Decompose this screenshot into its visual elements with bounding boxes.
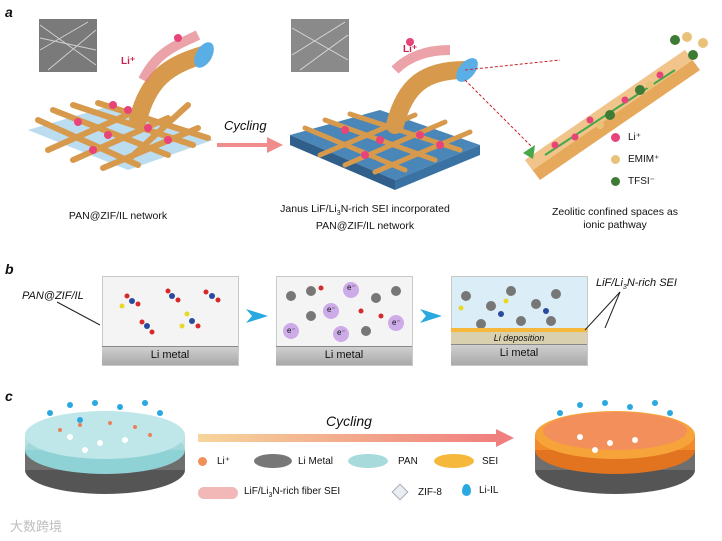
legend-c-zif-label: ZIF-8	[418, 486, 442, 498]
legend-a-li: Li⁺	[611, 126, 659, 148]
li-plus-label-left: Li⁺	[121, 56, 136, 67]
pan-zif-il-network-illustration	[28, 17, 214, 171]
legend-c-li-metal: Li Metal	[254, 454, 333, 468]
fiber-part2: N-rich fiber SEI	[272, 486, 341, 497]
watermark: 大数跨境	[10, 519, 63, 534]
caption-zeolitic-line2: ionic pathway	[583, 219, 647, 231]
fiber-sub: 3	[268, 492, 273, 499]
pan-zif-il-pointer	[56, 301, 101, 326]
li-il-droplet-icon	[462, 484, 471, 496]
electrolyte-molecules-2	[283, 282, 404, 342]
legend-c-pan: PAN	[348, 454, 418, 468]
li-ion-swatch	[611, 132, 620, 142]
cycling-arrow-label-a: Cycling	[224, 118, 267, 133]
legend-a-emim-label: EMIM⁺	[628, 153, 660, 165]
panel-b-letter: b	[5, 261, 14, 277]
electron-label-3: e⁻	[287, 326, 296, 335]
lif-sei-part1: LiF/Li	[596, 277, 623, 289]
legend-c: Li⁺ Li Metal PAN SEI LiF/Li3N-rich fiber…	[198, 454, 518, 514]
li-plus-swatch	[198, 457, 207, 466]
legend-a-emim: EMIM⁺	[611, 148, 659, 170]
process-arrow-b2	[420, 309, 442, 323]
lif-sei-pointers	[584, 291, 621, 331]
legend-a-tfsi: TFSI⁻	[611, 170, 659, 192]
legend-c-pan-label: PAN	[398, 455, 418, 467]
legend-c-zif: ZIF-8	[391, 483, 442, 501]
electrolyte-molecules-3	[458, 286, 561, 329]
caption-janus-part1: Janus LiF/Li	[280, 203, 337, 215]
legend-c-fiber-label: LiF/Li3N-rich fiber SEI	[244, 486, 340, 499]
pan-disc-before	[25, 400, 185, 494]
pan-zif-il-label: PAN@ZIF/IL	[22, 290, 84, 302]
cycling-arrow-label-c: Cycling	[326, 413, 372, 429]
li-metal-2: Li metal	[276, 346, 412, 365]
caption-janus-part2: N-rich SEI incorporated	[340, 203, 450, 215]
process-arrow-b1	[246, 309, 268, 323]
caption-janus-part3: PAN@ZIF/IL network	[315, 220, 415, 233]
caption-zeolitic-line1: Zeolitic confined spaces as	[551, 206, 679, 218]
emim-ion-swatch	[611, 154, 620, 164]
caption-pan-zif-il-network: PAN@ZIF/IL network	[68, 210, 168, 222]
legend-c-sei-label: SEI	[482, 455, 499, 467]
li-metal-swatch	[254, 454, 292, 468]
li-metal-1: Li metal	[102, 346, 238, 365]
li-deposition-label: Li deposition	[493, 333, 545, 343]
li-plus-label-mid: Li⁺	[403, 44, 418, 55]
zeolitic-channel-illustration	[523, 32, 708, 180]
legend-c-fiber-sei: LiF/Li3N-rich fiber SEI	[198, 486, 340, 499]
legend-a-li-label: Li⁺	[628, 131, 642, 143]
lif-sei-sub: 3	[622, 284, 627, 292]
panel-a-letter: a	[5, 4, 13, 20]
caption-janus-sei: Janus LiF/Li3N-rich SEI incorporated PAN…	[250, 203, 480, 233]
pan-swatch	[348, 454, 388, 468]
lif-sei-part2: N-rich SEI	[626, 277, 677, 289]
legend-a-tfsi-label: TFSI⁻	[628, 175, 655, 187]
janus-sei-network-illustration	[289, 17, 480, 190]
tfsi-ion-swatch	[611, 176, 620, 186]
fiber-sei-swatch	[198, 486, 238, 499]
panel-c-letter: c	[5, 388, 13, 404]
electron-label-1: e⁻	[347, 283, 356, 292]
sei-swatch	[434, 454, 474, 468]
zoom-dashed-lines	[464, 59, 561, 151]
caption-zeolitic-pathway: Zeolitic confined spaces as ionic pathwa…	[520, 206, 710, 232]
sei-disc-after	[535, 400, 695, 494]
li-metal-3: Li metal	[451, 344, 587, 365]
li-deposition-layer: Li deposition	[451, 332, 587, 344]
cycling-arrow-c	[198, 429, 514, 447]
caption-janus-sub: 3	[336, 210, 341, 218]
electron-label-5: e⁻	[392, 318, 401, 327]
legend-a: Li⁺ EMIM⁺ TFSI⁻	[611, 126, 659, 192]
cycling-arrow-a	[217, 137, 283, 153]
legend-c-li-il-label: Li-IL	[479, 484, 499, 496]
fiber-part1: LiF/Li	[244, 486, 269, 497]
electrolyte-molecules-1	[119, 288, 221, 335]
electron-label-4: e⁻	[337, 328, 346, 337]
legend-c-li-il: Li-IL	[462, 484, 498, 496]
lif-sei-label: LiF/Li3N-rich SEI	[596, 277, 677, 291]
zif-8-icon	[391, 483, 409, 501]
legend-c-li: Li⁺	[198, 456, 230, 467]
sei-layer	[451, 328, 587, 332]
electron-label-2: e⁻	[327, 305, 336, 314]
legend-c-li-metal-label: Li Metal	[298, 455, 334, 467]
legend-c-li-label: Li⁺	[217, 456, 231, 467]
legend-c-sei: SEI	[434, 454, 498, 468]
